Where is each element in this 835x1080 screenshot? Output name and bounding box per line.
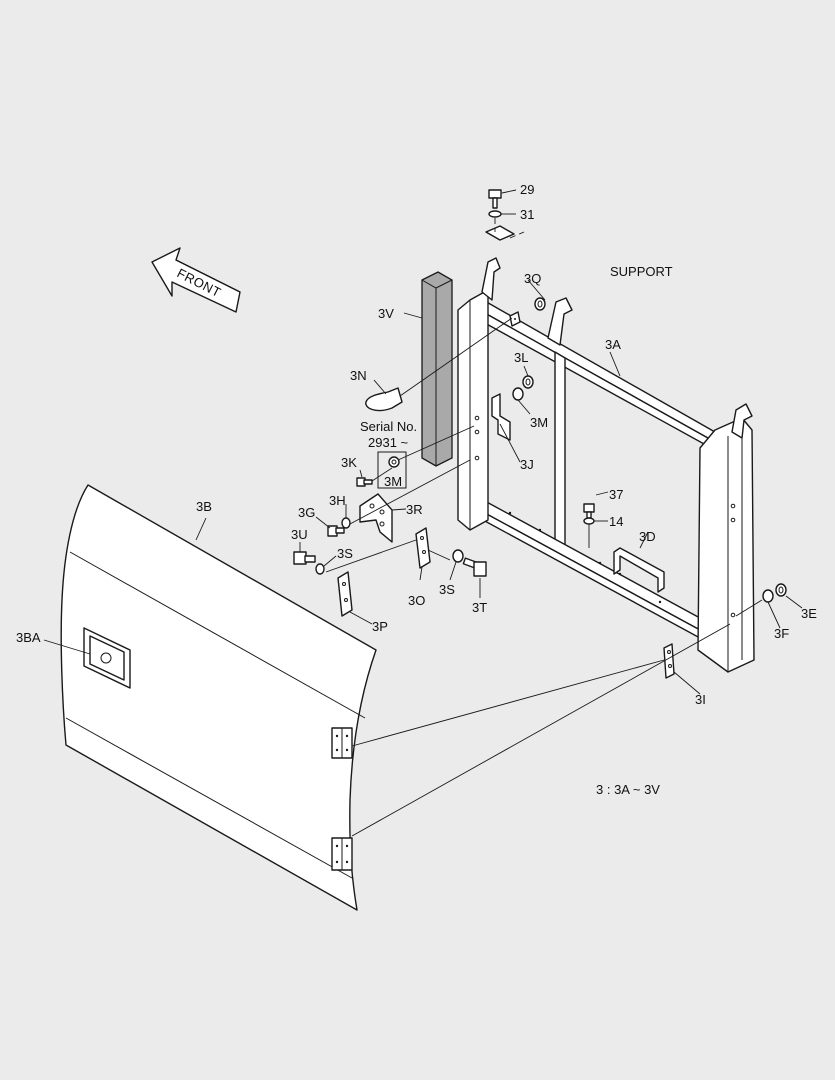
front-arrow: FRONT	[151, 247, 241, 313]
label-14: 14	[609, 514, 623, 529]
label-3q: 3Q	[524, 271, 541, 286]
label-3f: 3F	[774, 626, 789, 641]
label-3i: 3I	[695, 692, 706, 707]
label-summary: 3 : 3A ~ 3V	[596, 782, 660, 797]
label-3e: 3E	[801, 606, 817, 621]
label-3t: 3T	[472, 600, 487, 615]
label-3m-serial: 3M	[384, 474, 402, 489]
label-29: 29	[520, 182, 534, 197]
label-3d: 3D	[639, 529, 656, 544]
part-labels: SUPPORT 3 : 3A ~ 3V Serial No. 2931 ~ 29…	[16, 182, 817, 797]
support-frame	[457, 257, 755, 673]
label-3b: 3B	[196, 499, 212, 514]
label-support: SUPPORT	[610, 264, 673, 279]
label-3s-right: 3S	[439, 582, 455, 597]
part-3v-pad	[421, 271, 453, 467]
leader-lines	[43, 189, 803, 837]
label-3v: 3V	[378, 306, 394, 321]
label-3u: 3U	[291, 527, 308, 542]
upper-hinge	[331, 727, 353, 759]
label-37: 37	[609, 487, 623, 502]
label-3l: 3L	[514, 350, 528, 365]
label-3m: 3M	[530, 415, 548, 430]
label-3n: 3N	[350, 368, 367, 383]
label-3k: 3K	[341, 455, 357, 470]
label-31: 31	[520, 207, 534, 222]
label-3r: 3R	[406, 502, 423, 517]
lower-hinge	[331, 837, 353, 871]
label-serial-line1: Serial No.	[360, 419, 417, 434]
door-panel	[60, 484, 377, 911]
label-3a: 3A	[605, 337, 621, 352]
label-3ba: 3BA	[16, 630, 41, 645]
label-3g: 3G	[298, 505, 315, 520]
label-3j: 3J	[520, 457, 534, 472]
label-3o: 3O	[408, 593, 425, 608]
door-handle	[83, 627, 131, 689]
label-3s: 3S	[337, 546, 353, 561]
label-3p: 3P	[372, 619, 388, 634]
label-serial-line2: 2931 ~	[368, 435, 409, 450]
label-3h: 3H	[329, 493, 346, 508]
